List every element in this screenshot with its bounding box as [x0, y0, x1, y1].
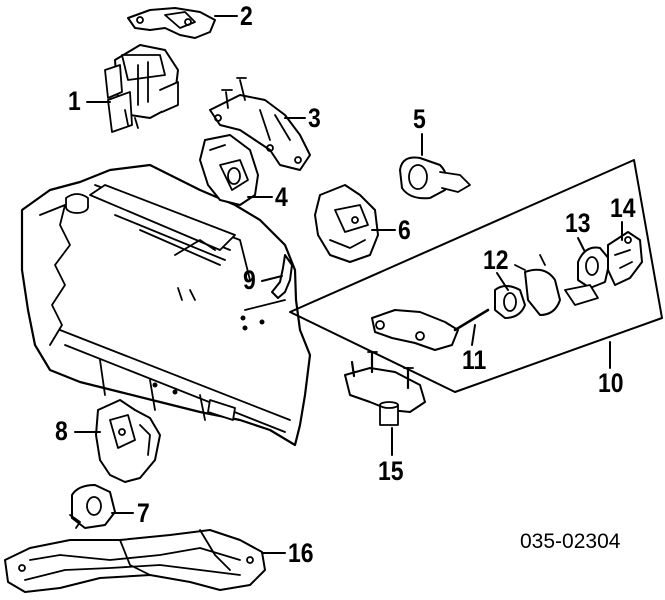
- part-4-bracket: [199, 134, 259, 206]
- callout-15: 15: [378, 456, 404, 486]
- engine-block: [20, 163, 312, 447]
- callout-6: 6: [398, 215, 411, 245]
- callout-10: 10: [598, 368, 624, 398]
- callout-13: 13: [565, 208, 591, 238]
- part-13-rubber-mount: [564, 246, 611, 306]
- callout-2: 2: [240, 1, 253, 31]
- callout-3: 3: [308, 103, 321, 133]
- callout-4: 4: [275, 182, 288, 212]
- part-7-rubber-mount: [69, 484, 116, 529]
- part-8-bracket: [95, 399, 161, 483]
- part-10-assembly-outline: [289, 159, 663, 393]
- callout-5: 5: [413, 104, 426, 134]
- part-code: 035-02304: [520, 530, 621, 553]
- part-15-mount: [344, 350, 426, 426]
- callout-1: 1: [68, 86, 81, 116]
- callout-7: 7: [137, 498, 150, 528]
- part-3-bracket: [209, 77, 311, 171]
- part-12-bushing: [494, 254, 561, 319]
- part-14-bracket: [607, 231, 643, 286]
- leader-lines: [74, 15, 623, 554]
- callout-12: 12: [483, 245, 509, 275]
- part-16-crossmember: [4, 529, 266, 593]
- callout-9: 9: [243, 265, 256, 295]
- part-5-rubber-mount: [399, 156, 471, 200]
- callout-14: 14: [610, 193, 636, 223]
- part-6-bracket: [314, 184, 379, 263]
- callout-11: 11: [462, 345, 487, 375]
- part-2-bracket: [127, 7, 216, 39]
- callout-16: 16: [288, 538, 314, 568]
- part-1-engine-mount: [104, 44, 179, 133]
- part-11-mount-arm: [371, 308, 490, 351]
- callout-8: 8: [55, 416, 68, 446]
